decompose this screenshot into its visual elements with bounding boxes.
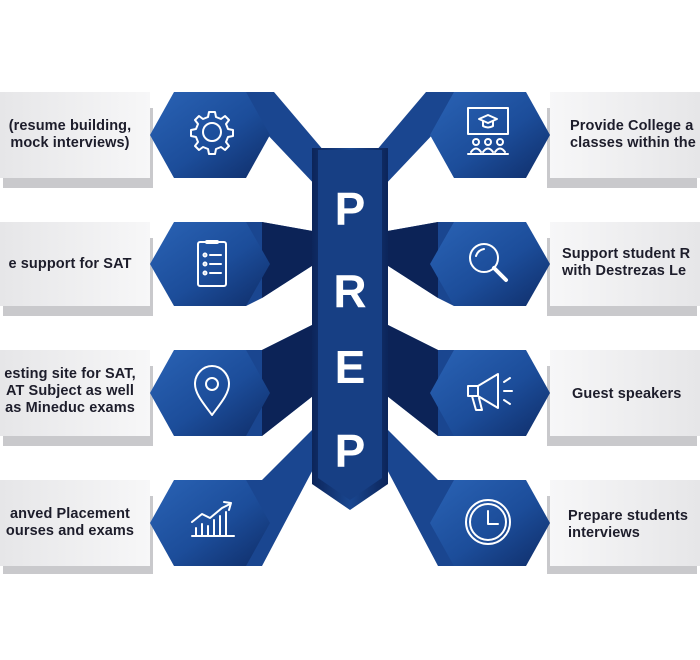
megaphone-icon [467,373,513,411]
left-hex-1 [150,92,270,178]
left-band-4 [0,480,153,574]
left-hex-4 [150,480,270,566]
left-band-3 [0,350,153,446]
left-band-1 [0,92,153,188]
left-item-4-label: anved Placement ourses and exams [5,506,135,539]
right-band-1 [547,92,700,188]
right-item-1-label: Provide College a classes within the [570,118,696,151]
left-item-2-label: e support for SAT [8,256,132,272]
location-pin-icon [194,365,230,416]
center-letter-4: P [334,425,366,477]
left-item-1-label: (resume building, mock interviews) [8,118,132,151]
checklist-icon [197,240,227,287]
left-hex-3 [150,350,270,436]
center-column [312,148,388,510]
left-item-3-label: esting site for SAT, AT Subject as well … [4,366,136,416]
right-item-4-label: Prepare students interviews [568,508,689,541]
left-band-2 [0,222,153,316]
right-band-2 [547,222,700,316]
clock-icon [465,499,511,545]
center-letter-1: P [334,183,366,235]
gear-icon [190,111,234,155]
center-letter-2: R [333,265,367,317]
right-band-3 [547,350,700,446]
magnifier-icon [469,243,508,282]
growth-chart-icon [191,501,235,537]
graduation-board-icon [467,107,509,155]
connector-folds [262,222,438,436]
right-item-2-label: Support student R with Destrezas Le [562,246,691,279]
right-hex-3 [430,350,550,436]
center-letter-3: E [334,341,366,393]
right-band-4 [547,480,700,574]
right-hex-2 [430,222,550,306]
right-item-3-label: Guest speakers [572,386,682,402]
